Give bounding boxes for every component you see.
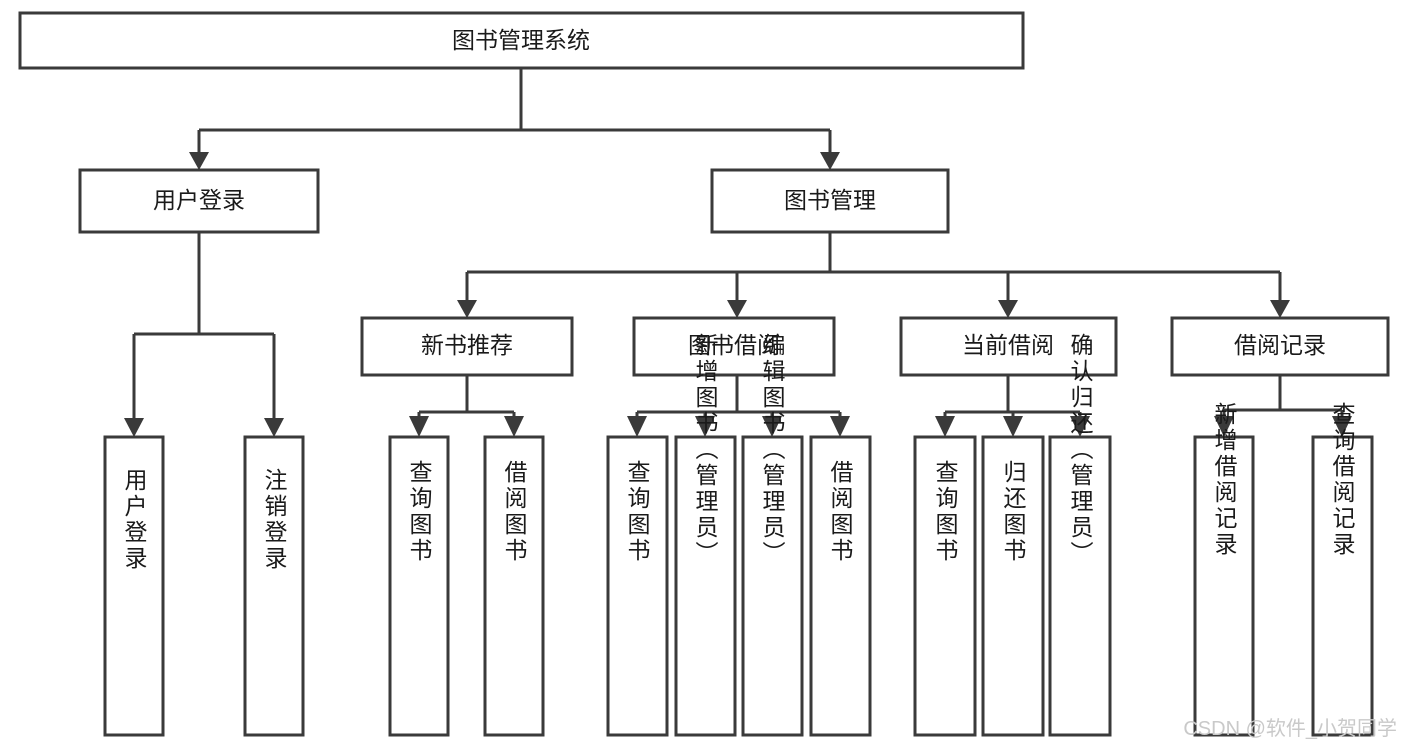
leaf-br-query-record[interactable]: 查询借阅记录 xyxy=(1311,402,1374,737)
node-user-login-label: 用户登录 xyxy=(153,187,245,213)
arrowhead-book-mgmt xyxy=(820,152,840,170)
leaf-user-login-label: 用户登录 xyxy=(121,468,148,572)
arrowhead-cb-leaf-1 xyxy=(935,416,955,437)
leaf-br-add-record-label: 新增借阅记录 xyxy=(1211,402,1238,558)
leaf-cb-confirm-return-admin-label: 确认归还（管理员） xyxy=(1067,333,1094,567)
node-book-borrow-rect[interactable] xyxy=(632,316,836,377)
node-user-login[interactable]: 用户登录 xyxy=(78,168,320,234)
arrowhead-leaf-logout-login xyxy=(264,418,284,437)
arrowhead-bb-leaf-3 xyxy=(762,416,782,437)
node-current-borrow[interactable]: 当前借阅 xyxy=(899,316,1118,377)
leaf-br-query-record-rect[interactable] xyxy=(1311,435,1374,737)
node-current-borrow-rect[interactable] xyxy=(899,316,1118,377)
leaf-nbr-query-book-label: 查询图书 xyxy=(406,460,433,564)
connector-group-current-borrow xyxy=(935,375,1090,437)
leaf-bb-add-book-admin-rect[interactable] xyxy=(674,435,737,737)
leaf-bb-query-book-label: 查询图书 xyxy=(624,460,651,564)
connector-group-new-book-rec xyxy=(409,375,524,437)
leaf-nbr-borrow-book-rect[interactable] xyxy=(483,435,545,737)
leaf-cb-confirm-return-admin[interactable]: 确认归还（管理员） xyxy=(1048,333,1112,737)
leaf-nbr-query-book-rect[interactable] xyxy=(388,435,450,737)
node-root-rect[interactable] xyxy=(18,11,1025,70)
node-root[interactable]: 图书管理系统 xyxy=(18,11,1025,70)
node-current-borrow-label: 当前借阅 xyxy=(962,332,1054,358)
arrowhead-cb-leaf-3 xyxy=(1070,416,1090,437)
arrowhead-bb-leaf-2 xyxy=(695,416,715,437)
node-book-borrow[interactable]: 图书借阅 xyxy=(632,316,836,377)
node-new-book-recommend-label: 新书推荐 xyxy=(421,332,513,358)
arrowhead-bb-leaf-4 xyxy=(830,416,850,437)
arrowhead-bb-leaf-1 xyxy=(627,416,647,437)
leaf-br-add-record-rect[interactable] xyxy=(1193,435,1255,737)
connector-group-user-login xyxy=(124,232,284,437)
leaf-cb-return-book-label: 归还图书 xyxy=(1000,460,1027,564)
node-new-book-recommend-rect[interactable] xyxy=(360,316,574,377)
leaf-nbr-query-book[interactable]: 查询图书 xyxy=(388,435,450,737)
leaf-bb-borrow-book[interactable]: 借阅图书 xyxy=(809,435,872,737)
leaf-bb-add-book-admin[interactable]: 新增图书（管理员） xyxy=(674,333,737,737)
leaf-bb-borrow-book-rect[interactable] xyxy=(809,435,872,737)
leaf-user-login-rect[interactable] xyxy=(103,435,165,737)
leaf-cb-query-book[interactable]: 查询图书 xyxy=(913,435,977,737)
node-user-login-rect[interactable] xyxy=(78,168,320,234)
leaf-logout-login-label: 注销登录 xyxy=(261,468,288,572)
connector-group-book-borrow xyxy=(627,375,850,437)
node-new-book-recommend[interactable]: 新书推荐 xyxy=(360,316,574,377)
leaf-br-query-record-label: 查询借阅记录 xyxy=(1329,402,1356,558)
leaf-br-add-record[interactable]: 新增借阅记录 xyxy=(1193,402,1255,737)
connector-group-root xyxy=(189,68,840,170)
leaf-user-login[interactable]: 用户登录 xyxy=(103,435,165,737)
arrowhead-nbr-leaf-1 xyxy=(409,416,429,437)
node-book-management-label: 图书管理 xyxy=(784,187,876,213)
arrowhead-leaf-user-login xyxy=(124,418,144,437)
leaf-bb-borrow-book-label: 借阅图书 xyxy=(827,460,854,564)
leaf-bb-edit-book-admin-rect[interactable] xyxy=(741,435,804,737)
arrowhead-current-borrow xyxy=(998,300,1018,318)
leaf-bb-edit-book-admin-label: 编辑图书（管理员） xyxy=(759,333,786,567)
leaf-bb-add-book-admin-label: 新增图书（管理员） xyxy=(692,333,719,567)
leaf-cb-return-book[interactable]: 归还图书 xyxy=(981,435,1045,737)
node-root-label: 图书管理系统 xyxy=(452,27,590,53)
leaf-nbr-borrow-book[interactable]: 借阅图书 xyxy=(483,435,545,737)
arrowhead-br-leaf-2 xyxy=(1332,416,1352,437)
leaf-logout-login[interactable]: 注销登录 xyxy=(243,435,305,737)
connector-group-borrow-record xyxy=(1214,375,1352,437)
leaf-cb-query-book-rect[interactable] xyxy=(913,435,977,737)
leaf-cb-confirm-return-admin-rect[interactable] xyxy=(1048,435,1112,737)
leaf-bb-query-book[interactable]: 查询图书 xyxy=(606,435,669,737)
node-borrow-record[interactable]: 借阅记录 xyxy=(1170,316,1390,377)
leaf-cb-return-book-rect[interactable] xyxy=(981,435,1045,737)
leaf-bb-query-book-rect[interactable] xyxy=(606,435,669,737)
arrowhead-borrow-record xyxy=(1270,300,1290,318)
arrowhead-br-leaf-1 xyxy=(1214,416,1234,437)
leaf-cb-query-book-label: 查询图书 xyxy=(932,460,959,564)
leaf-nbr-borrow-book-label: 借阅图书 xyxy=(501,460,528,564)
node-book-borrow-label: 图书借阅 xyxy=(688,332,780,358)
node-borrow-record-label: 借阅记录 xyxy=(1234,332,1326,358)
node-book-management[interactable]: 图书管理 xyxy=(710,168,950,234)
node-borrow-record-rect[interactable] xyxy=(1170,316,1390,377)
arrowhead-cb-leaf-2 xyxy=(1003,416,1023,437)
arrowhead-new-book-rec xyxy=(457,300,477,318)
arrowhead-user-login xyxy=(189,152,209,170)
arrowhead-nbr-leaf-2 xyxy=(504,416,524,437)
leaf-bb-edit-book-admin[interactable]: 编辑图书（管理员） xyxy=(741,333,804,737)
connector-group-book-mgmt xyxy=(457,232,1290,318)
node-book-management-rect[interactable] xyxy=(710,168,950,234)
leaf-logout-login-rect[interactable] xyxy=(243,435,305,737)
arrowhead-book-borrow xyxy=(727,300,747,318)
